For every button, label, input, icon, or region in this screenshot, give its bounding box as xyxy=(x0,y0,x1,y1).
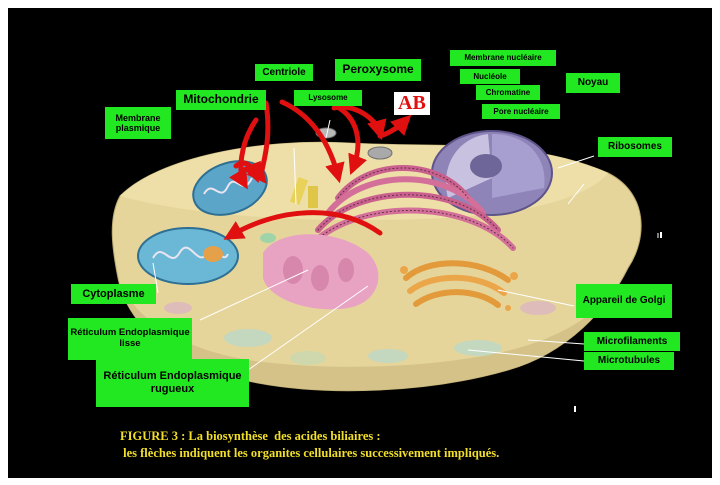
tick-mark xyxy=(660,232,662,238)
caption-line-1: FIGURE 3 : La biosynthèse des acides bil… xyxy=(120,428,680,445)
label-membrane-plasmique: Membrane plasmique xyxy=(105,107,171,139)
label-microfilaments: Microfilaments xyxy=(584,332,680,351)
label-nucleole: Nucléole xyxy=(460,69,520,84)
label-peroxysome: Peroxysome xyxy=(335,59,421,81)
label-ribosomes: Ribosomes xyxy=(598,137,672,157)
label-re-lisse: Réticulum Endoplasmique lisse xyxy=(68,318,192,360)
label-chromatine: Chromatine xyxy=(476,85,540,100)
label-centriole: Centriole xyxy=(255,64,313,81)
label-noyau: Noyau xyxy=(566,73,620,93)
label-cytoplasme: Cytoplasme xyxy=(71,284,156,304)
figure-frame: Centriole Peroxysome Membrane nucléaire … xyxy=(8,8,712,478)
label-re-rugueux: Réticulum Endoplasmique rugueux xyxy=(96,359,249,407)
figure-caption: FIGURE 3 : La biosynthèse des acides bil… xyxy=(120,428,680,462)
label-microtubules: Microtubules xyxy=(584,352,674,370)
arrow-to-ab xyxy=(380,120,406,136)
label-mitochondrie: Mitochondrie xyxy=(176,90,266,110)
tick-mark xyxy=(574,406,576,412)
label-appareil-golgi: Appareil de Golgi xyxy=(576,284,672,318)
lysosome-organelle xyxy=(260,233,276,243)
ab-label: AB xyxy=(394,92,430,115)
label-membrane-nucleaire: Membrane nucléaire xyxy=(450,50,556,66)
caption-line-2: les flèches indiquent les organites cell… xyxy=(120,445,680,462)
label-lysosome: Lysosome xyxy=(294,90,362,106)
label-pore-nucleaire: Pore nucléaire xyxy=(482,104,560,119)
